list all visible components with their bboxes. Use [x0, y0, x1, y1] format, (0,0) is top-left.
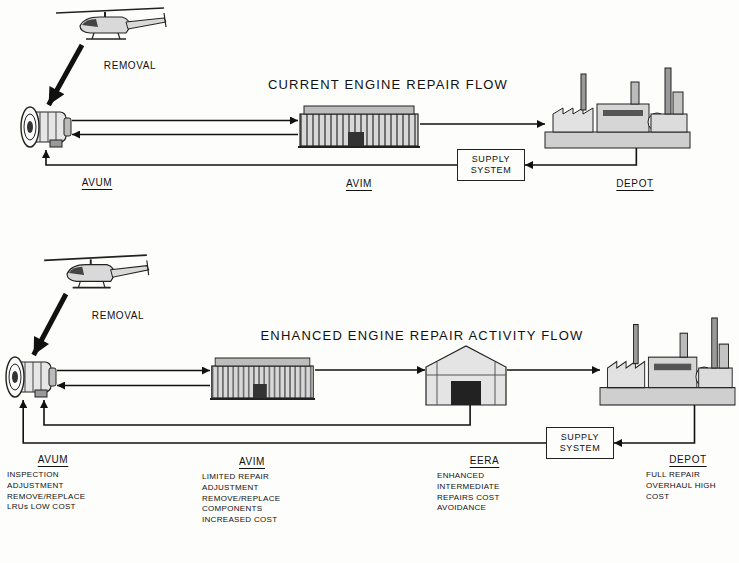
station-caption: REMOVAL: [88, 310, 148, 321]
factory-icon: [600, 318, 735, 405]
station-notes: LIMITED REPAIR ADJUSTMENT REMOVE/REPLACE…: [202, 472, 302, 526]
helicopter-icon: [56, 8, 166, 39]
station-name: AVIM: [202, 456, 302, 467]
box-label: SUPPLY SYSTEM: [554, 432, 606, 455]
station-name: REMOVAL: [100, 60, 160, 71]
station-name: DEPOT: [646, 454, 730, 465]
helicopter-icon: [44, 255, 149, 288]
station-caption: AVUM: [72, 177, 122, 188]
helicopter-node: REMOVAL: [60, 5, 170, 45]
station-notes: INSPECTION ADJUSTMENT REMOVE/REPLACE LRU…: [7, 470, 99, 513]
station-caption: AVIM LIMITED REPAIR ADJUSTMENT REMOVE/REP…: [202, 456, 302, 526]
station-notes: ENHANCED INTERMEDIATE REPAIRS COST AVOID…: [437, 471, 532, 514]
flow-arrow: [72, 134, 298, 136]
station-caption: EERA ENHANCED INTERMEDIATE REPAIRS COST A…: [437, 455, 532, 514]
engine-node: AVUM: [20, 105, 72, 150]
station-name: AVIM: [329, 178, 389, 189]
station-name: DEPOT: [605, 178, 665, 189]
flow-arrow: [46, 150, 457, 165]
station-name: AVUM: [72, 177, 122, 188]
supply-box: SUPPLY SYSTEM: [457, 149, 525, 182]
building-icon: [210, 358, 315, 400]
station-name: EERA: [437, 455, 532, 466]
box-label: SUPPLY SYSTEM: [465, 154, 517, 177]
section-title: ENHANCED ENGINE REPAIR ACTIVITY FLOW: [261, 326, 584, 344]
station-notes: FULL REPAIR OVERHAUL HIGH COST: [646, 470, 730, 502]
removal-arrow: [49, 45, 82, 105]
flow-arrow: [44, 400, 470, 425]
depot-node: DEPOT: [545, 68, 690, 148]
flow-arrow: [72, 120, 298, 122]
station-name: AVUM: [7, 454, 99, 465]
engine-icon: [6, 357, 56, 397]
avim-node: AVIM: [298, 100, 420, 148]
helicopter-node: REMOVAL: [48, 252, 153, 294]
station-caption: REMOVAL: [100, 60, 160, 71]
flow-arrow: [315, 369, 425, 371]
supply-box: SUPPLY SYSTEM: [546, 427, 614, 460]
flow-arrow: [614, 405, 695, 443]
factory-icon: [545, 68, 690, 148]
hangar-icon: [426, 346, 506, 405]
flow-arrow: [57, 385, 210, 387]
station-caption: DEPOT: [605, 178, 665, 189]
engine-icon: [21, 107, 71, 147]
flow-arrow: [420, 123, 545, 125]
flow-arrow: [57, 370, 210, 372]
station-name: REMOVAL: [88, 310, 148, 321]
eera-node: EERAENHANCED INTERMEDIATE REPAIRS COST A…: [425, 345, 507, 405]
station-caption: AVUM INSPECTION ADJUSTMENT REMOVE/REPLACE…: [7, 454, 99, 513]
title-text: ENHANCED ENGINE REPAIR ACTIVITY FLOW: [261, 328, 584, 343]
depot-node: DEPOTFULL REPAIR OVERHAUL HIGH COST: [600, 318, 735, 405]
section-title: CURRENT ENGINE REPAIR FLOW: [268, 75, 508, 93]
removal-arrow: [34, 294, 66, 355]
engine-node: AVUMINSPECTION ADJUSTMENT REMOVE/REPLACE…: [5, 355, 57, 400]
title-text: CURRENT ENGINE REPAIR FLOW: [268, 77, 508, 92]
station-caption: DEPOT FULL REPAIR OVERHAUL HIGH COST: [646, 454, 730, 502]
building-icon: [298, 106, 420, 148]
avim-node: AVIMLIMITED REPAIR ADJUSTMENT REMOVE/REP…: [210, 352, 315, 400]
flow-arrow: [23, 400, 546, 443]
station-caption: AVIM: [329, 178, 389, 189]
flow-arrow: [525, 148, 636, 165]
flow-arrow: [507, 369, 600, 371]
